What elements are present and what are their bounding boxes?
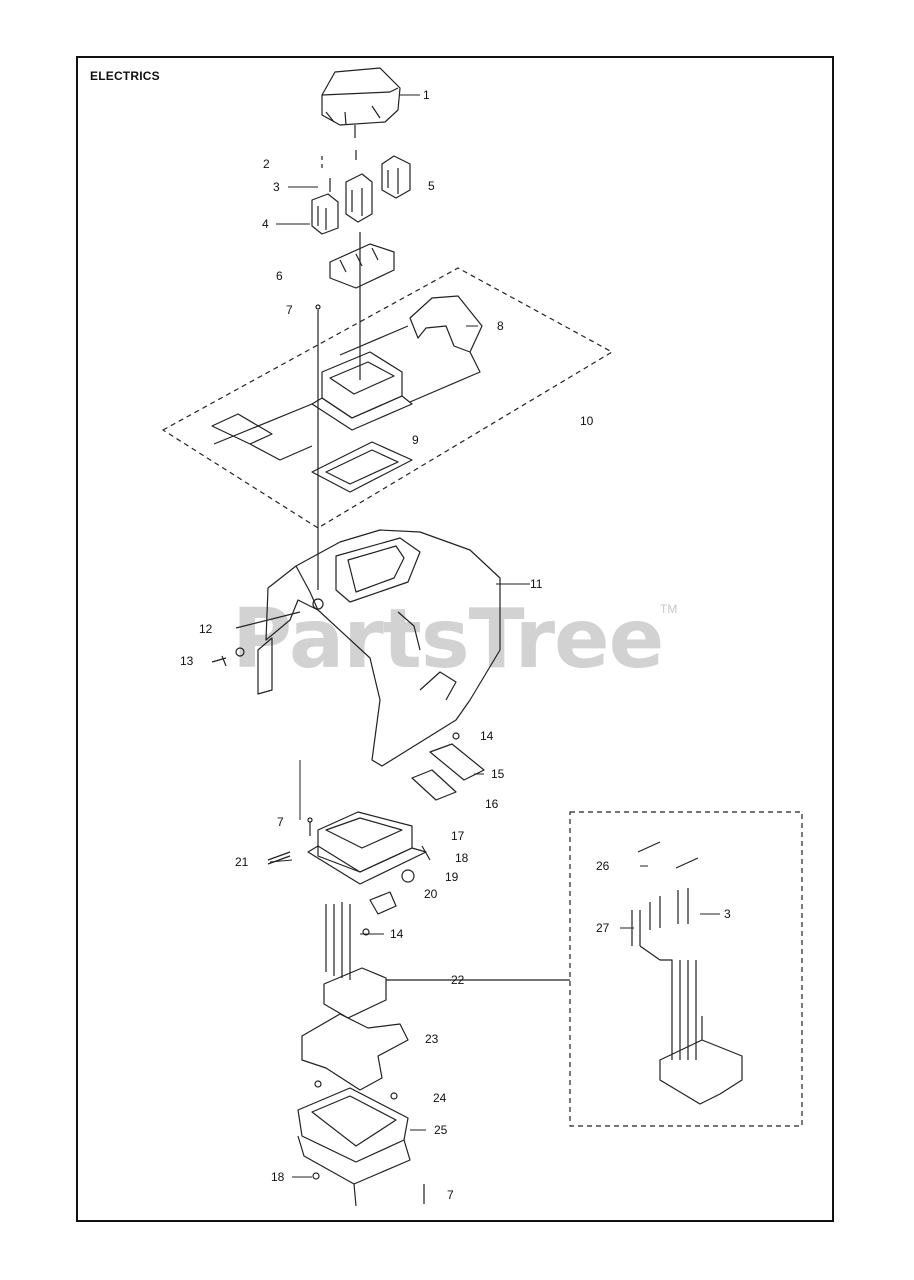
callout-11: 11 [530,577,543,591]
part-switch-housing [211,351,413,461]
callout-3: 3 [273,180,280,194]
callout-8: 8 [497,319,504,333]
callout-3-inset: 3 [724,907,731,921]
part-switch-block [267,811,431,915]
callout-13: 13 [180,654,194,668]
callout-7-middle: 7 [277,815,284,829]
part-gasket-plate [311,441,413,493]
callout-22: 22 [451,973,465,987]
callout-20: 20 [424,887,438,901]
part-fuse-box-cover [321,67,401,138]
callout-1: 1 [423,88,430,102]
callout-7-top: 7 [286,303,293,317]
callout-10: 10 [580,414,594,428]
callout-9: 9 [412,433,419,447]
callout-24: 24 [433,1091,447,1105]
watermark-trademark: TM [660,602,678,616]
part-relays [311,150,411,235]
callout-18-upper: 18 [455,851,469,865]
callout-14-upper: 14 [480,729,494,743]
callout-23: 23 [425,1032,439,1046]
part-wiring-harness [323,902,464,1019]
callout-25: 25 [434,1123,448,1137]
part-screw-washer [211,611,301,667]
diagram-title: ELECTRICS [90,69,160,83]
part-bracket [339,295,483,403]
part-kit-outline [162,267,613,529]
part-gasket [301,1013,409,1091]
callout-14-lower: 14 [390,927,404,941]
part-console-cover [257,529,501,767]
callout-leaders [269,94,720,1178]
part-relay-base [329,232,395,380]
callout-12: 12 [199,622,213,636]
callout-5: 5 [428,179,435,193]
callout-6: 6 [276,269,283,283]
callout-18-lower: 18 [271,1170,285,1184]
callout-16: 16 [485,797,499,811]
callout-4: 4 [262,217,269,231]
watermark-logo: PartsTree [232,592,664,687]
callout-15: 15 [491,767,505,781]
callout-17: 17 [451,829,465,843]
callout-2: 2 [263,157,270,171]
callout-21: 21 [235,855,249,869]
callout-7-bottom: 7 [447,1188,454,1202]
callout-27: 27 [596,921,610,935]
diagram-frame [76,56,834,1222]
inset-box [464,811,803,1127]
callout-26: 26 [596,859,610,873]
part-plate-small [411,732,485,801]
part-bolt-top [315,304,321,590]
part-base-tray [297,1080,425,1207]
callout-19: 19 [445,870,459,884]
